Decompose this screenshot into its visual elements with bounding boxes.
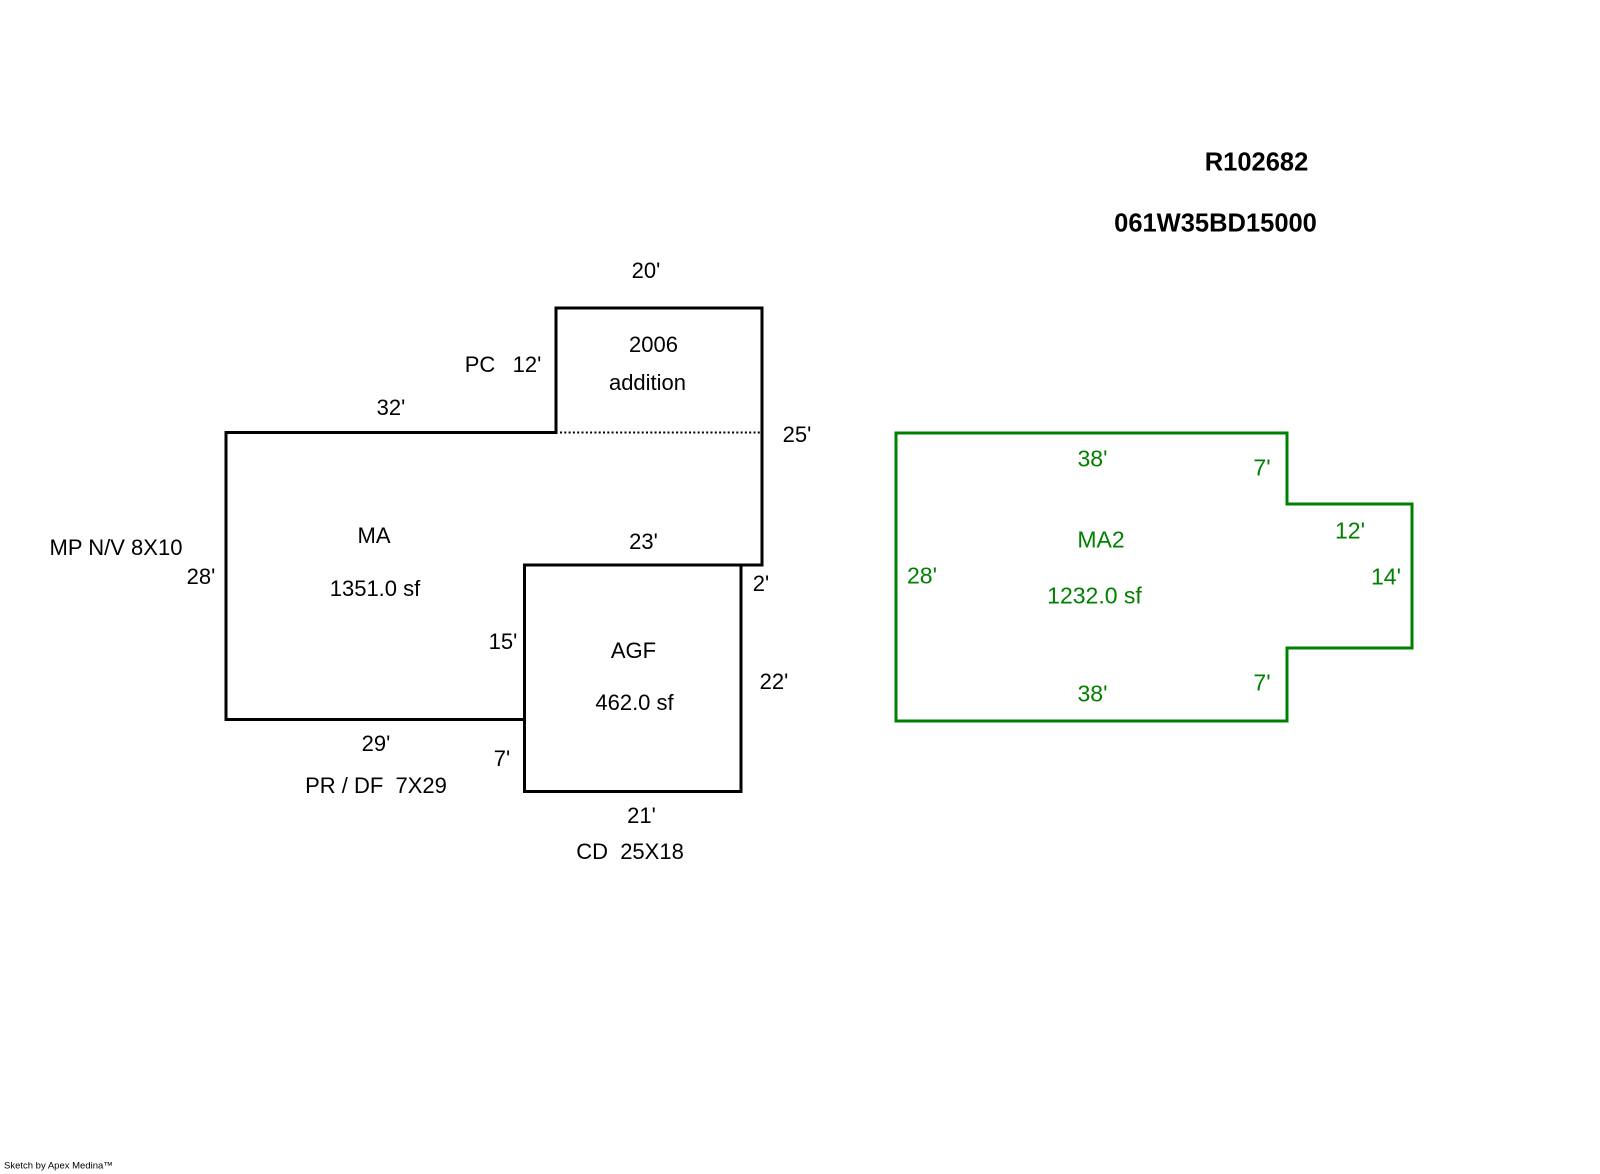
dim-garage-left-15ft: 15': [488, 628, 518, 654]
dim2-notch-right-14ft: 14': [1371, 563, 1401, 590]
dim2-top-38ft: 38': [1077, 445, 1108, 472]
second-area-sf: 1232.0 sf: [1047, 582, 1142, 609]
dim2-bottom-right-7ft: 7': [1253, 668, 1271, 695]
dim2-bottom-38ft: 38': [1077, 680, 1108, 707]
dim-addition-left-12ft: 12': [512, 351, 542, 377]
porch-code-pc: PC: [464, 351, 496, 377]
dim-top-addition-20ft: 20': [631, 257, 661, 283]
record-id: R102682: [1204, 148, 1309, 176]
dim-main-top-32ft: 32': [376, 394, 406, 420]
porch-note-mp-nv-8x10: MP N/V 8X10: [49, 534, 183, 560]
main-area-code: MA: [357, 522, 391, 548]
deck-note-cd-25x18: CD 25X18: [576, 838, 684, 864]
addition-word: addition: [608, 369, 687, 395]
garage-area-sf: 462.0 sf: [595, 689, 674, 715]
dim-garage-right-22ft: 22': [759, 668, 789, 694]
garage-area-code: AGF: [610, 637, 657, 663]
dim-main-bottom-29ft: 29': [361, 730, 391, 756]
dim-step-2ft: 2': [752, 570, 770, 596]
dim-main-right-25ft: 25': [782, 421, 812, 447]
main-structure-outline: [224, 306, 764, 721]
porch-note-pr-df-7x29: PR / DF 7X29: [305, 772, 447, 798]
dim2-notch-top-12ft: 12': [1335, 517, 1365, 544]
sketch-credit: Sketch by Apex Medina™: [4, 1160, 113, 1172]
dim-garage-bottom-21ft: 21': [627, 802, 656, 828]
dim-garage-left-7ft: 7': [493, 745, 511, 771]
dim-garage-top-23ft: 23': [629, 528, 658, 554]
garage-outline: [523, 563, 743, 793]
addition-year: 2006: [629, 331, 678, 357]
dim-main-left-28ft: 28': [186, 563, 216, 589]
main-area-sf: 1351.0 sf: [329, 575, 421, 601]
second-area-code: MA2: [1077, 526, 1125, 553]
second-structure-outline: [894, 431, 1414, 723]
dim2-left-28ft: 28': [907, 562, 937, 589]
dim2-top-right-7ft: 7': [1253, 454, 1271, 481]
parcel-id: 061W35BD15000: [1114, 209, 1317, 237]
